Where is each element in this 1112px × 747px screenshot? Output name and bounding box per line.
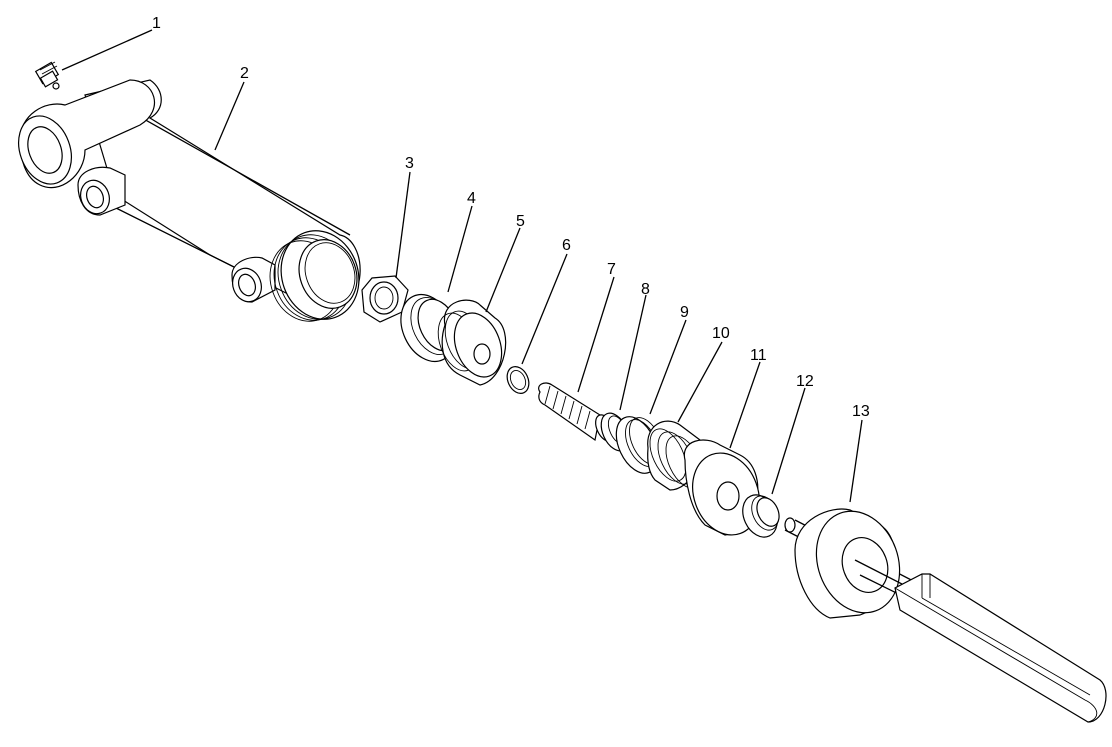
callout-7: 7 — [607, 261, 616, 278]
leader-13 — [849, 419, 863, 503]
leader-8 — [619, 294, 647, 411]
callout-1: 1 — [152, 15, 161, 32]
leader-9 — [649, 319, 687, 415]
callout-12: 12 — [796, 373, 814, 390]
callout-3: 3 — [405, 155, 414, 172]
part-1-grease-fitting — [34, 61, 60, 90]
callout-6: 6 — [562, 237, 571, 254]
leader-6 — [521, 253, 568, 365]
leader-5 — [485, 227, 521, 313]
part-12-rod-seal — [742, 494, 780, 538]
leader-7 — [577, 276, 615, 393]
leader-3 — [395, 171, 411, 279]
part-13-rod-clevis — [784, 508, 1107, 723]
callout-2: 2 — [240, 65, 249, 82]
callout-9: 9 — [680, 304, 689, 321]
part-5-gland — [437, 299, 507, 386]
leader-11 — [729, 361, 761, 449]
leader-1 — [61, 29, 153, 71]
callout-4: 4 — [467, 190, 476, 207]
leader-10 — [677, 341, 723, 423]
callout-10: 10 — [712, 325, 730, 342]
part-2-cylinder-housing — [18, 79, 361, 322]
part-3-hex-nut — [361, 275, 409, 323]
leader-2 — [214, 81, 245, 151]
callout-5: 5 — [516, 213, 525, 230]
leader-4 — [447, 205, 473, 293]
leader-lines — [61, 29, 863, 503]
callout-13: 13 — [852, 403, 870, 420]
callout-8: 8 — [641, 281, 650, 298]
leader-12 — [771, 387, 806, 495]
callout-11: 11 — [750, 347, 767, 364]
callout-labels: 1 2 3 4 5 6 7 8 9 10 11 12 13 — [152, 15, 870, 420]
part-6-o-ring — [506, 366, 530, 394]
